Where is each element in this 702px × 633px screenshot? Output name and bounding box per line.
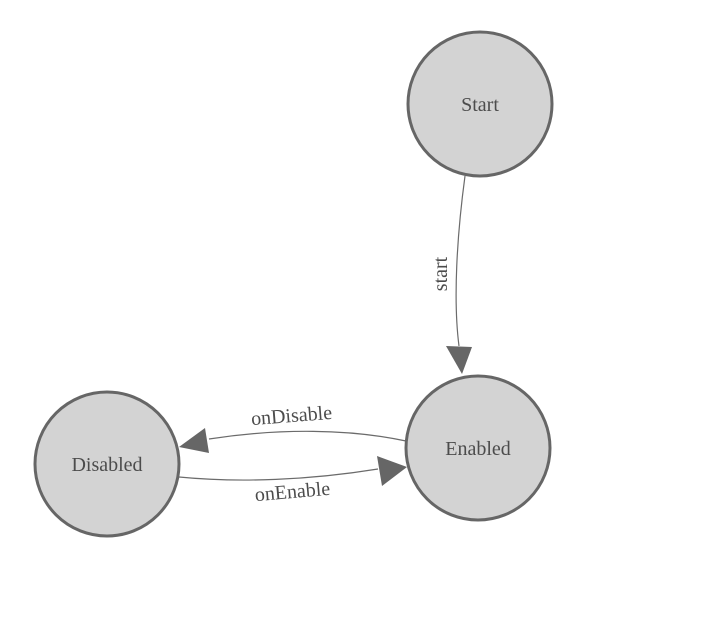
edge-label-ondisable: onDisable (250, 402, 333, 430)
edge-enabled-to-disabled-line[interactable] (208, 430, 407, 442)
edge-start-to-enabled[interactable]: start (430, 175, 472, 374)
node-enabled[interactable]: Enabled (404, 374, 552, 522)
edge-label-onenable: onEnable (254, 478, 331, 507)
edge-enabled-to-disabled[interactable]: onDisable (179, 402, 407, 453)
node-disabled-label: Disabled (71, 454, 142, 476)
edge-label-start: start (430, 256, 452, 291)
node-start-circle[interactable] (406, 30, 554, 178)
arrowhead-start-to-enabled (446, 346, 472, 374)
arrowhead-disabled-to-enabled (377, 456, 407, 486)
node-enabled-circle[interactable] (404, 374, 552, 522)
node-enabled-label: Enabled (445, 438, 511, 460)
arrowhead-enabled-to-disabled (179, 428, 209, 453)
edge-disabled-to-enabled[interactable]: onEnable (178, 456, 407, 507)
node-disabled[interactable]: Disabled (33, 390, 181, 538)
edge-disabled-to-enabled-line[interactable] (178, 468, 379, 481)
node-start-label: Start (461, 94, 499, 116)
edge-start-to-enabled-line[interactable] (455, 175, 466, 347)
node-start[interactable]: Start (406, 30, 554, 178)
node-disabled-circle[interactable] (33, 390, 181, 538)
